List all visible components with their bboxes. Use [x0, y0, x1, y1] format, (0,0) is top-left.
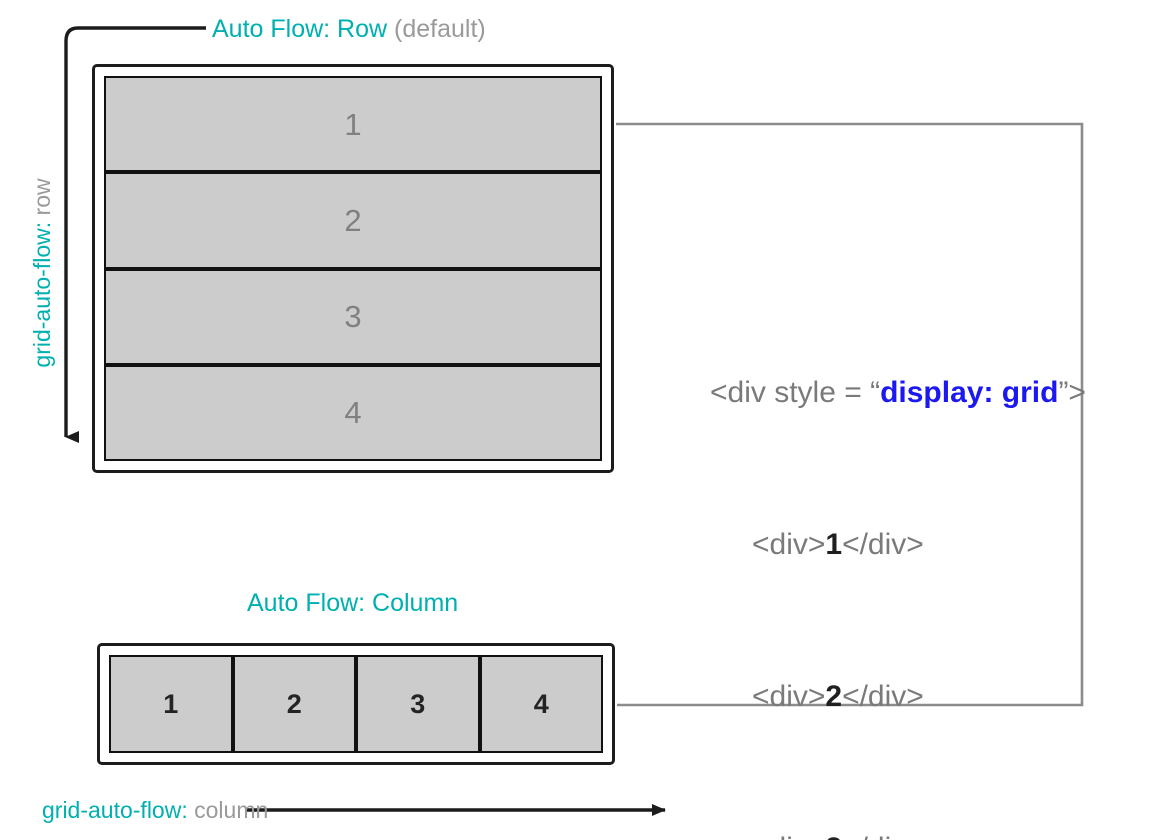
axis-label-column-flow: grid-auto-flow: column	[42, 797, 268, 823]
axis-label-column-value: column	[187, 797, 269, 823]
grid-cell: 4	[104, 364, 602, 461]
axis-label-row-value: row	[29, 178, 55, 222]
row-demo-title: Auto Flow: Row (default)	[212, 14, 486, 44]
grid-cell: 4	[479, 655, 603, 753]
code-child-close: </div>	[842, 528, 924, 561]
code-line-child-2: <div>2</div>	[710, 678, 1086, 716]
code-line-open-tag: <div style = “display: grid”>	[710, 374, 1086, 412]
axis-label-row-property: grid-auto-flow:	[29, 221, 55, 368]
row-demo-title-suffix: (default)	[387, 15, 486, 43]
axis-label-column-property: grid-auto-flow:	[42, 797, 188, 823]
code-line-child-1: <div>1</div>	[710, 526, 1086, 564]
column-demo-title-main: Auto Flow: Column	[247, 589, 459, 617]
column-demo-title: Auto Flow: Column	[247, 588, 458, 618]
grid-cell: 2	[104, 172, 602, 269]
code-open-value: display: grid	[880, 376, 1059, 409]
code-open-prefix: <div style = “	[710, 376, 881, 409]
code-child-close: </div>	[842, 832, 924, 840]
grid-cell: 1	[109, 655, 233, 753]
grid-cell: 1	[104, 76, 602, 173]
grid-cell: 3	[104, 268, 602, 365]
row-demo-title-main: Auto Flow: Row	[212, 15, 388, 43]
code-child-close: </div>	[842, 680, 924, 713]
code-child-open: <div>	[752, 832, 825, 840]
code-child-value: 3	[825, 832, 842, 840]
grid-container-row-flow: 1 2 3 4	[92, 64, 614, 473]
grid-cell: 3	[356, 655, 480, 753]
grid-cell: 2	[232, 655, 356, 753]
grid-inner-row-flow: 1 2 3 4	[104, 76, 602, 461]
code-open-suffix: ”>	[1058, 376, 1086, 409]
code-child-value: 2	[825, 680, 843, 713]
code-child-open: <div>	[752, 528, 826, 561]
code-sample: <div style = “display: grid”> <div>1</di…	[710, 298, 1086, 840]
grid-container-column-flow: 1 2 3 4	[97, 643, 615, 765]
grid-inner-column-flow: 1 2 3 4	[109, 655, 603, 753]
code-child-open: <div>	[752, 680, 826, 713]
code-line-child-3: <div>3</div>	[710, 830, 1086, 840]
code-child-value: 1	[825, 528, 843, 561]
axis-label-row-flow: grid-auto-flow: row	[29, 153, 55, 393]
